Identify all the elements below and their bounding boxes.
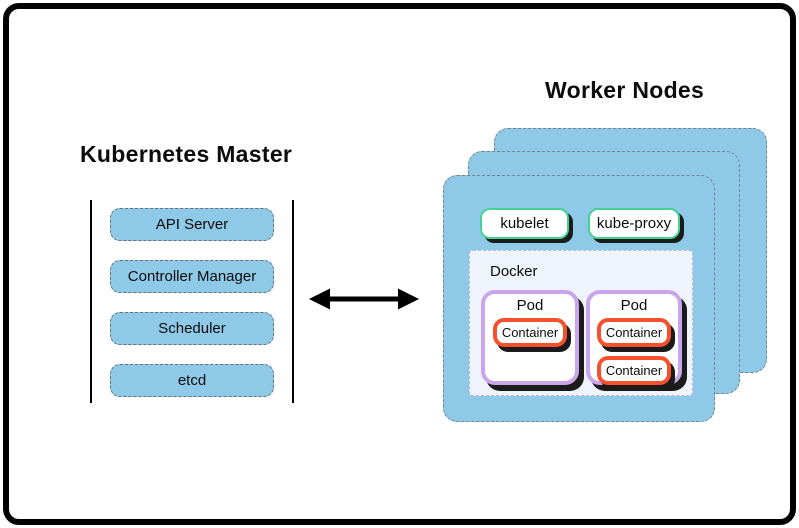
- master-component-api-server: API Server: [110, 208, 274, 241]
- pod-2-container-1: Container: [596, 318, 672, 347]
- kubelet-box: kubelet: [480, 208, 569, 239]
- master-bracket: API Server Controller Manager Scheduler …: [90, 200, 294, 403]
- bidirectional-arrow: [309, 288, 419, 310]
- docker-panel: Docker Pod Container Pod Container Conta…: [469, 250, 693, 396]
- master-component-etcd: etcd: [110, 364, 274, 397]
- master-component-scheduler: Scheduler: [110, 312, 274, 345]
- master-component-controller-manager: Controller Manager: [110, 260, 274, 293]
- pod-2: Pod Container Container: [586, 290, 682, 385]
- pod-1-label: Pod: [516, 297, 544, 314]
- kube-proxy-box: kube-proxy: [588, 208, 680, 239]
- worker-node-1: kubelet kube-proxy Docker Pod Container …: [443, 175, 715, 422]
- pod-1-container-1: Container: [492, 318, 568, 347]
- workers-title: Worker Nodes: [545, 77, 705, 103]
- pod-2-container-2: Container: [596, 356, 672, 385]
- docker-label: Docker: [490, 263, 538, 280]
- pod-1: Pod Container: [481, 290, 579, 385]
- master-title: Kubernetes Master: [80, 141, 293, 167]
- pod-2-label: Pod: [620, 297, 648, 314]
